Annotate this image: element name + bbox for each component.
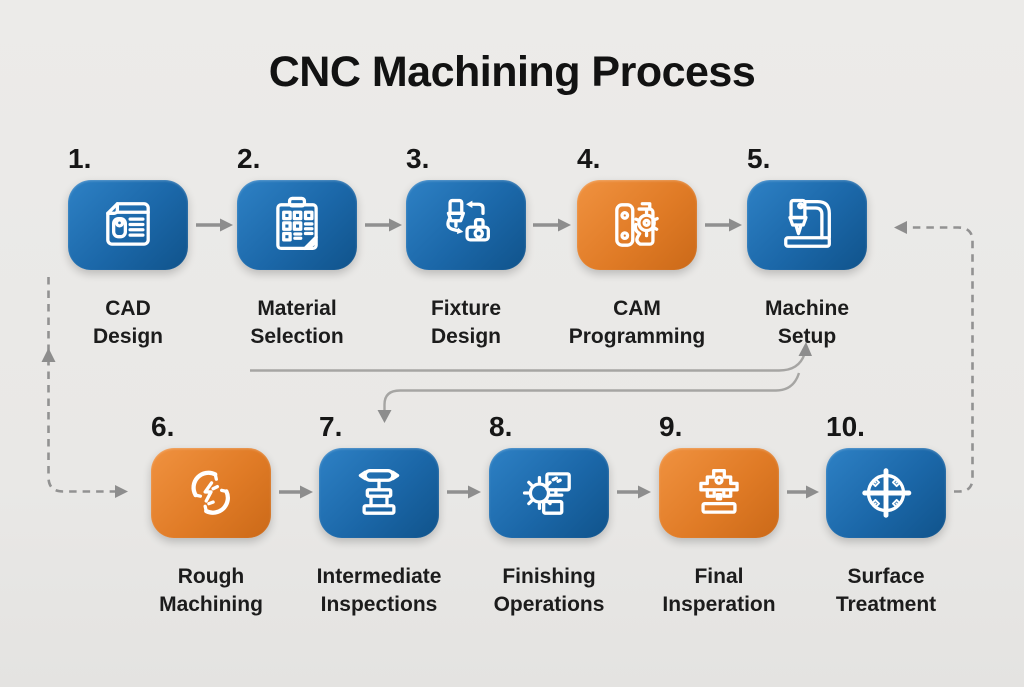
step-box: [659, 448, 779, 538]
final-inspection-press-icon: [699, 469, 739, 514]
step-box: [747, 180, 867, 270]
step-label: Fixture Design: [430, 297, 501, 348]
inspection-gauge-icon: [358, 469, 400, 515]
left-dashed-feedback: [41, 277, 128, 498]
rough-machining-arcs-icon: [191, 470, 230, 515]
material-clipboard-icon: [276, 196, 318, 251]
surface-treatment-wheel-icon: [862, 468, 912, 518]
step-box: [68, 180, 188, 270]
milling-machine-icon: [784, 198, 831, 248]
right-dashed-feedback: [894, 221, 974, 493]
step-box: [577, 180, 697, 270]
step-number: 3.: [406, 143, 430, 174]
step-label: Material Selection: [250, 297, 344, 348]
row2-step-arrows: [279, 485, 819, 499]
row1-step-arrows: [196, 218, 742, 232]
step-label: Intermediate Inspections: [316, 565, 442, 616]
step-box: [319, 448, 439, 538]
step-label: Final Insperation: [662, 565, 776, 616]
step-label: CAD Design: [92, 297, 163, 348]
step-box: [151, 448, 271, 538]
step-box: [406, 180, 526, 270]
step-number: 4.: [577, 143, 601, 174]
step-label: Surface Treatment: [835, 565, 937, 616]
step-number: 2.: [237, 143, 261, 174]
step-number: 9.: [659, 411, 683, 442]
step-label: Machine Setup: [764, 297, 850, 348]
step-number: 6.: [151, 411, 175, 442]
step-number: 7.: [319, 411, 343, 442]
finishing-gear-screen-icon: [522, 472, 571, 515]
step-number: 10.: [826, 411, 865, 442]
step-box: [489, 448, 609, 538]
step-label: Finishing Operations: [493, 565, 605, 616]
step-box: [237, 180, 357, 270]
loop-to-machine-setup: [250, 342, 812, 423]
cad-document-icon: [106, 202, 150, 246]
fixture-swap-icon: [446, 198, 490, 242]
loop-to-row2: [383, 372, 801, 411]
step-number: 1.: [68, 143, 92, 174]
step-label: CAM Programming: [568, 297, 706, 348]
cam-plate-gear-icon: [615, 202, 659, 247]
step-number: 8.: [489, 411, 513, 442]
step-number: 5.: [747, 143, 771, 174]
step-label: Rough Machining: [159, 565, 263, 616]
step-box: [826, 448, 946, 538]
diagram-title: CNC Machining Process: [268, 48, 756, 96]
